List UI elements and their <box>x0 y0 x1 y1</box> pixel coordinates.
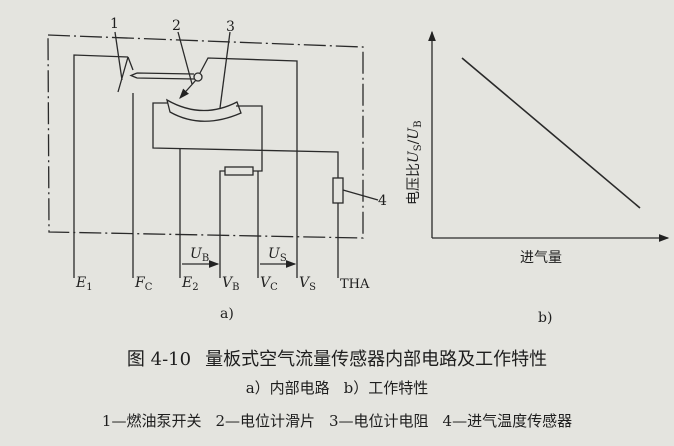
terminal-vc: VC <box>260 275 278 293</box>
y-axis-label: 电压比US/UB <box>406 120 424 205</box>
figure-subcaptions: a）内部电路 b）工作特性 <box>0 377 674 398</box>
callout-3-leader <box>219 31 231 109</box>
terminal-e1: E1 <box>75 275 93 293</box>
figure-legend: 1—燃油泵开关 2—电位计滑片 3—电位计电阻 4—进气温度传感器 <box>0 410 674 431</box>
housing-outline <box>47 34 364 239</box>
pot-resistor <box>166 98 242 122</box>
terminal-vs: VS <box>299 275 316 293</box>
wire-e1 <box>73 54 129 278</box>
terminal-fc: FC <box>134 275 153 293</box>
x-axis-label: 进气量 <box>520 250 562 266</box>
callout-2-leader <box>177 31 193 85</box>
legend-item: 2—电位计滑片 <box>215 412 315 430</box>
characteristic-line <box>461 57 641 209</box>
figure-caption: 图 4-10 量板式空气流量传感器内部电路及工作特性 <box>0 345 674 371</box>
callout-1-leader <box>114 31 123 81</box>
slider-arm <box>129 72 195 80</box>
subcaption-b: b）工作特性 <box>343 379 429 397</box>
subcaption-a: a）内部电路 <box>245 379 330 397</box>
terminal-e2: E2 <box>181 275 199 293</box>
callout-4-leader <box>342 189 379 201</box>
wiper <box>179 79 197 99</box>
voltage-ub: UB <box>190 246 209 264</box>
terminal-vb: VB <box>222 275 239 293</box>
callout-3: 3 <box>226 19 235 35</box>
terminal-tha: THA <box>340 277 370 292</box>
wire-vs <box>199 57 298 278</box>
label-a: a) <box>220 306 234 322</box>
legend-item: 4—进气温度传感器 <box>442 412 573 430</box>
voltage-us: US <box>268 246 287 264</box>
figure-number: 图 4-10 <box>126 349 192 370</box>
slider-pivot <box>193 72 203 82</box>
legend-item: 1—燃油泵开关 <box>101 412 202 430</box>
callout-2: 2 <box>172 18 181 34</box>
callout-1: 1 <box>110 16 119 32</box>
fuel-pump-switch <box>117 56 134 93</box>
label-b: b) <box>538 310 552 326</box>
wire-vb <box>219 170 225 278</box>
resistor <box>224 166 254 176</box>
callout-4: 4 <box>378 193 387 209</box>
legend-item: 3—电位计电阻 <box>329 412 429 430</box>
figure-title: 量板式空气流量传感器内部电路及工作特性 <box>205 349 548 370</box>
intake-temp-sensor <box>332 177 344 204</box>
